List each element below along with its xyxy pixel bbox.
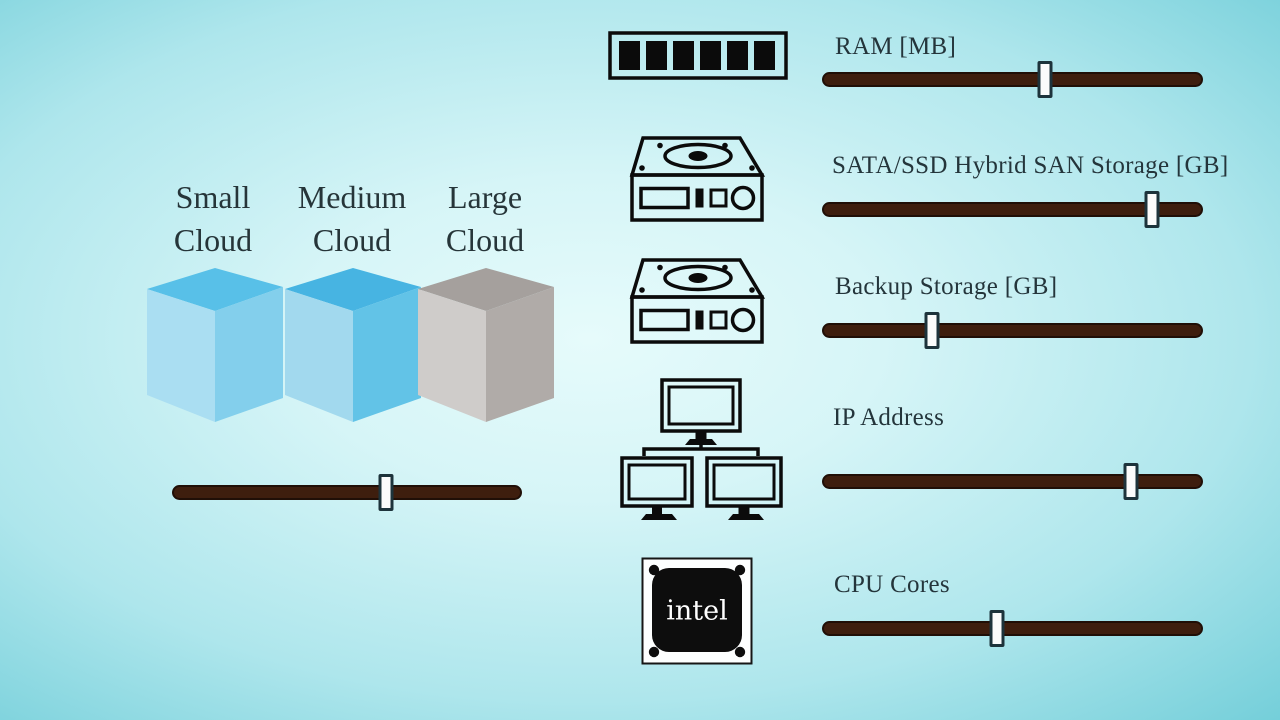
ip-address-label: IP Address (833, 404, 945, 431)
small-cloud-cube (147, 268, 283, 422)
ram-slider-handle[interactable] (1037, 61, 1053, 98)
large-cloud-label-line1: Large (447, 179, 523, 215)
top-monitor (660, 378, 742, 445)
network-connector-line (642, 447, 760, 456)
cloud-size-slider[interactable] (172, 474, 522, 511)
medium-cube-right-face (353, 287, 421, 422)
medium-cloud-label-line1: Medium (297, 179, 407, 215)
backup-storage-slider[interactable] (822, 312, 1203, 349)
san-storage-label: SATA/SSD Hybrid SAN Storage [GB] (832, 152, 1229, 179)
small-cloud-label-line2: Cloud (173, 222, 253, 258)
ram-label: RAM [MB] (835, 33, 957, 60)
large-cloud-label: Large Cloud (395, 176, 575, 262)
large-cube-top-face (418, 268, 554, 311)
medium-cube-left-face (285, 289, 353, 422)
san-hard-drive-icon (629, 136, 766, 222)
cloud-size-slider-track[interactable] (172, 485, 522, 500)
small-cube-left-face (147, 289, 215, 422)
small-cloud-label: Small Cloud (123, 176, 303, 262)
network-monitors-icon (620, 378, 783, 520)
backup-storage-slider-handle[interactable] (924, 312, 940, 349)
medium-cloud-label-line2: Cloud (312, 222, 392, 258)
cloud-size-cubes-illustration (147, 268, 554, 422)
small-cube-top-face (147, 268, 283, 311)
san-storage-slider-track[interactable] (822, 202, 1203, 217)
san-storage-slider[interactable] (822, 191, 1203, 228)
backup-storage-slider-track[interactable] (822, 323, 1203, 338)
ram-slider[interactable] (822, 61, 1203, 98)
cpu-cores-label: CPU Cores (834, 571, 950, 598)
san-storage-slider-handle[interactable] (1144, 191, 1160, 228)
intel-cpu-chip-icon: intel (641, 557, 753, 665)
ip-address-slider[interactable] (822, 463, 1203, 500)
ip-address-slider-handle[interactable] (1123, 463, 1139, 500)
medium-cloud-label: Medium Cloud (262, 176, 442, 262)
backup-storage-label: Backup Storage [GB] (835, 273, 1058, 300)
cpu-cores-slider-track[interactable] (822, 621, 1203, 636)
small-cube-right-face (215, 287, 283, 422)
large-cube-left-face (418, 289, 486, 422)
medium-cloud-cube (285, 268, 421, 422)
large-cloud-cube (418, 268, 554, 422)
chip-body (652, 568, 742, 652)
backup-hard-drive-icon (629, 258, 766, 344)
bottom-right-monitor (705, 456, 783, 520)
cpu-cores-slider[interactable] (822, 610, 1203, 647)
ip-address-slider-track[interactable] (822, 474, 1203, 489)
intel-logo-text: intel (666, 596, 728, 627)
small-cloud-label-line1: Small (175, 179, 251, 215)
cloud-size-slider-handle[interactable] (378, 474, 393, 511)
medium-cube-top-face (285, 268, 421, 311)
ram-module-icon (608, 31, 788, 80)
cpu-cores-slider-handle[interactable] (989, 610, 1005, 647)
ram-chips (619, 41, 775, 70)
drive-screws (639, 264, 755, 293)
chip-corner-pins (648, 564, 746, 658)
bottom-left-monitor (620, 456, 694, 520)
large-cube-right-face (486, 287, 554, 422)
ram-slider-track[interactable] (822, 72, 1203, 87)
large-cloud-label-line2: Cloud (445, 222, 525, 258)
drive-screws (639, 142, 755, 171)
